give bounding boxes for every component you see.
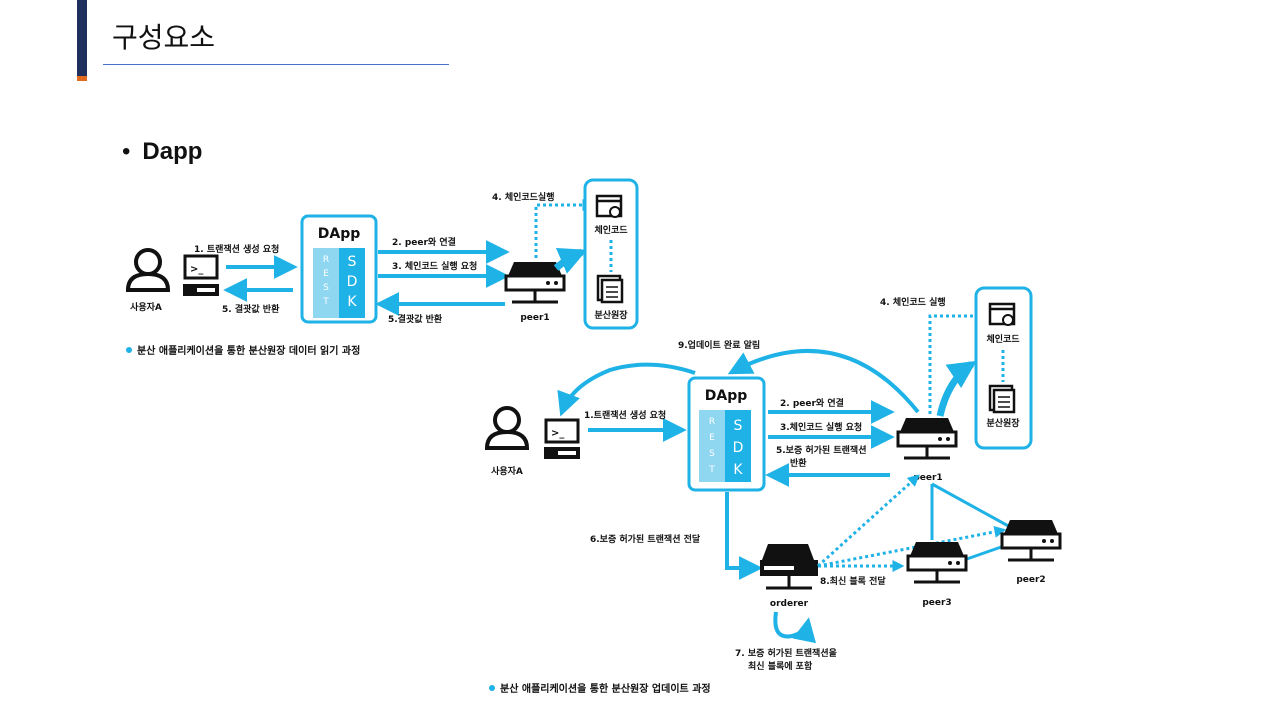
- peer3-label: peer3: [922, 598, 951, 608]
- terminal-icon-2: >_: [544, 418, 580, 459]
- svg-text:>_: >_: [551, 428, 564, 439]
- svg-text:K: K: [733, 462, 743, 478]
- peer1-server-icon: [504, 262, 566, 304]
- step7-label-line1: 7. 보증 허가된 트랜잭션을: [735, 647, 837, 659]
- chaincode-label-2: 체인코드: [986, 333, 1020, 345]
- svg-text:E: E: [323, 269, 329, 279]
- arrow-step4: [534, 199, 595, 258]
- svg-text:D: D: [347, 274, 358, 290]
- svg-text:S: S: [734, 418, 743, 434]
- title-underline: [103, 64, 449, 65]
- bullet-dot: •: [122, 138, 131, 165]
- peer2-server-icon: [1000, 520, 1062, 562]
- rest-panel: [313, 248, 339, 318]
- svg-text:>_: >_: [190, 264, 203, 275]
- caption2-dot: [489, 685, 495, 691]
- step5-label-line1: 5.보증 허가된 트랜잭션: [776, 444, 866, 456]
- svg-text:R: R: [323, 255, 329, 265]
- arrow2-step4: [928, 310, 991, 414]
- svg-text:D: D: [733, 440, 744, 456]
- step8-label: 8.최신 블록 전달: [820, 575, 886, 587]
- svg-text:S: S: [348, 254, 357, 270]
- svg-text:R: R: [709, 417, 715, 427]
- chaincode-icon: [595, 194, 623, 218]
- sdk-panel: [339, 248, 365, 318]
- step5-right-label: 5.결괏값 반환: [388, 313, 443, 325]
- bullet-text: Dapp: [142, 138, 203, 165]
- ledger-label: 분산원장: [594, 309, 628, 321]
- step6-label: 6.보증 허가된 트랜잭션 전달: [590, 533, 701, 545]
- step1-label-2: 1.트랜잭션 생성 요청: [584, 409, 666, 421]
- step2-label: 2. peer와 연결: [392, 236, 456, 248]
- ledger-label-2: 분산원장: [986, 417, 1020, 429]
- step1-label: 1. 트랜잭션 생성 요청: [194, 243, 279, 255]
- peer1-label-2: peer1: [913, 473, 942, 483]
- svg-text:S: S: [323, 283, 329, 293]
- orderer-label: orderer: [770, 599, 809, 609]
- ledger-icon: [596, 274, 624, 304]
- dapp-label-2: DApp: [705, 388, 748, 404]
- orderer-server-icon: [760, 544, 818, 590]
- step9-label: 9.업데이트 완료 알림: [678, 339, 760, 351]
- dapp-label: DApp: [318, 226, 361, 242]
- peer1-label: peer1: [520, 313, 549, 323]
- terminal-icon: >_: [183, 254, 219, 296]
- peer3-server-icon: [906, 542, 968, 584]
- arrow-step6: [725, 492, 763, 580]
- caption1-dot: [126, 347, 132, 353]
- arrow2-peer-to-chaincode: [936, 360, 977, 417]
- link-peer3-peer2: [963, 544, 1005, 562]
- arrow-step9: [727, 348, 920, 414]
- arrow-step7: [773, 611, 816, 644]
- rest-panel-2: [699, 410, 725, 482]
- sdk-panel-2: [725, 410, 751, 482]
- peer1-server-icon-2: [896, 418, 958, 460]
- arrow-peer-to-chaincode: [553, 247, 588, 274]
- svg-text:E: E: [709, 433, 715, 443]
- title-accent-bar: [77, 0, 87, 80]
- svg-text:T: T: [322, 297, 329, 307]
- step7-label-line2: 최신 블록에 포함: [748, 660, 813, 672]
- svg-text:S: S: [709, 449, 715, 459]
- peer2-label: peer2: [1016, 575, 1045, 585]
- step3-label: 3. 체인코드 실행 요청: [392, 260, 477, 272]
- step4-label-2: 4. 체인코드 실행: [880, 296, 946, 308]
- user-icon-2: [484, 406, 530, 450]
- page-title: 구성요소: [112, 21, 216, 54]
- bullet-item-dapp: • Dapp: [122, 138, 202, 166]
- step5-left-label: 5. 결괏값 반환: [222, 303, 280, 315]
- user-label: 사용자A: [130, 301, 162, 313]
- diagram-read-process: 사용자A >_ 1. 트랜잭션 생성 요청 5. 결괏값 반환 DApp RES…: [125, 178, 639, 357]
- step5-label-line2: 반환: [790, 457, 807, 469]
- title-accent-tip: [77, 76, 87, 81]
- user-icon: [125, 248, 171, 292]
- svg-text:K: K: [347, 294, 357, 310]
- arrow-step8-peer2: [817, 525, 1007, 568]
- step4-label: 4. 체인코드실행: [492, 191, 555, 203]
- step3-label-2: 3.체인코드 실행 요청: [780, 421, 862, 433]
- user-label-2: 사용자A: [491, 465, 523, 477]
- caption-read: 분산 애플리케이션을 통한 분산원장 데이터 읽기 과정: [137, 344, 360, 357]
- arrow-step8-peer1: [816, 474, 920, 568]
- arrow-step9-to-user: [557, 362, 696, 417]
- svg-text:T: T: [708, 465, 715, 475]
- diagram-update-process: 사용자A >_ 1.트랜잭션 생성 요청 9.업데이트 완료 알림 DApp R…: [484, 286, 1062, 695]
- caption-update: 분산 애플리케이션을 통한 분산원장 업데이트 과정: [500, 682, 711, 695]
- chaincode-icon-2: [988, 302, 1016, 326]
- chaincode-label: 체인코드: [594, 224, 628, 236]
- link-peer1-peer2: [931, 482, 1013, 530]
- ledger-icon-2: [988, 384, 1016, 414]
- step2-label-2: 2. peer와 연결: [780, 397, 844, 409]
